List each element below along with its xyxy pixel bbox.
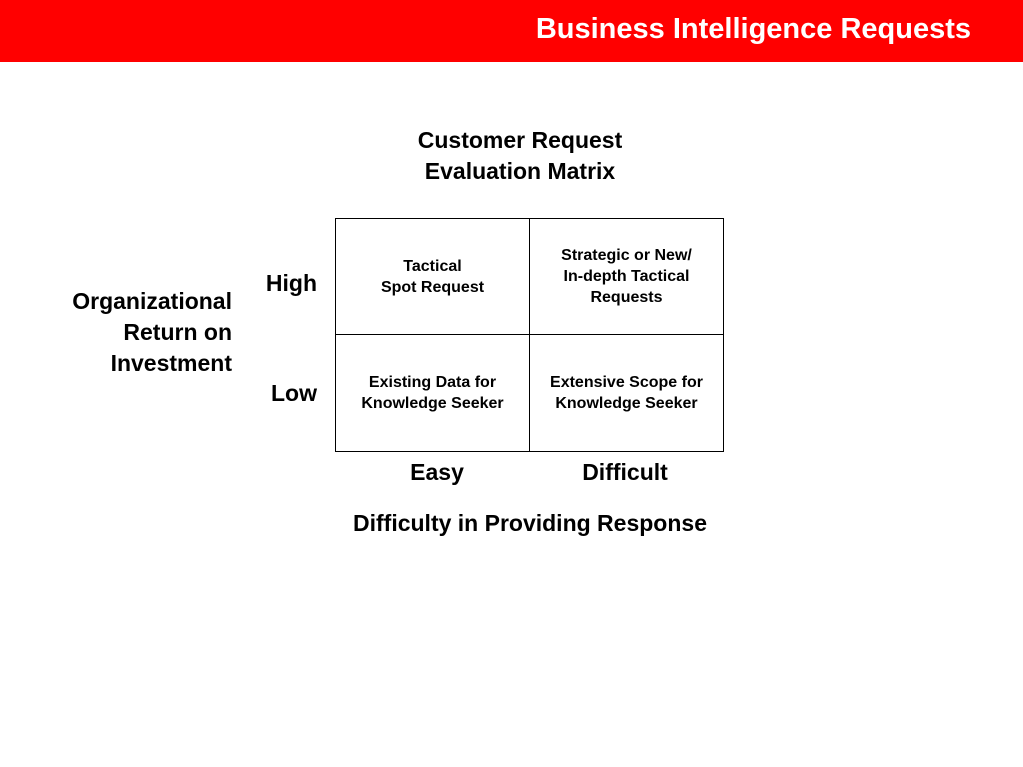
column-label-easy: Easy [410,459,464,485]
row-label-low: Low [271,380,317,406]
cell-text-line: Existing Data for [368,374,497,391]
y-axis-title-line-2: Return on [123,319,232,345]
matrix-cell-high-difficult: Strategic or New/ In-depth Tactical Requ… [530,219,723,335]
matrix-cell-low-easy: Existing Data for Knowledge Seeker [336,335,530,451]
cell-text-line: In-depth Tactical [563,268,690,285]
header-banner: Business Intelligence Requests [0,0,1023,62]
y-axis-title-line-3: Investment [110,350,232,376]
y-axis-title-line-1: Organizational [72,288,232,314]
cell-text-line: Knowledge Seeker [555,395,698,412]
matrix-cell-low-difficult: Extensive Scope for Knowledge Seeker [530,335,723,451]
matrix-title-line-2: Evaluation Matrix [424,158,616,184]
cell-text-line: Extensive Scope for [550,374,703,391]
evaluation-matrix-grid: Tactical Spot Request Strategic or New/ … [335,218,724,452]
y-axis-title: Organizational Return on Investment [20,286,232,379]
column-label-difficult: Difficult [582,459,668,485]
row-label-high: High [265,270,317,296]
page-title: Business Intelligence Requests [535,13,971,45]
x-axis-title: Difficulty in Providing Response [353,510,707,536]
cell-text-line: Tactical [403,257,462,275]
cell-text-line: Knowledge Seeker [361,395,504,412]
cell-text-line: Requests [590,289,663,306]
matrix-cell-high-easy: Tactical Spot Request [336,219,530,335]
matrix-title-line-1: Customer Request [417,127,623,153]
cell-text-line: Spot Request [380,278,485,296]
cell-text-line: Strategic or New/ [561,247,692,264]
matrix-title: Customer Request Evaluation Matrix [370,125,670,187]
